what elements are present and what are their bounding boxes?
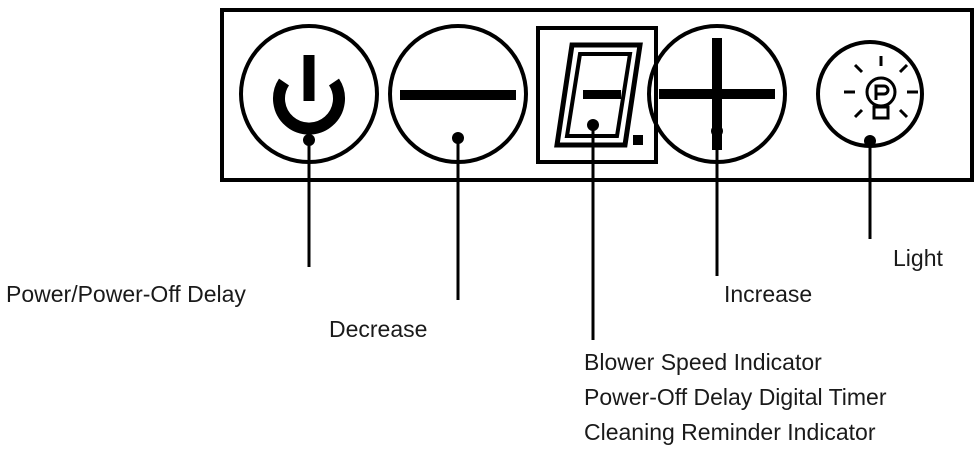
plus-icon	[659, 38, 775, 150]
light-button[interactable]	[816, 40, 924, 148]
display-labels: Blower Speed Indicator Power-Off Delay D…	[584, 345, 887, 450]
display-middle-segment	[583, 90, 621, 99]
power-icon	[273, 55, 345, 135]
decrease-label: Decrease	[329, 316, 428, 342]
minus-icon	[400, 90, 516, 100]
light-bulb-icon	[844, 56, 918, 120]
display-decimal-point	[633, 135, 643, 145]
power-label: Power/Power-Off Delay	[6, 281, 246, 307]
control-panel-frame	[220, 8, 974, 182]
light-label: Light	[893, 245, 943, 271]
power-off-delay-timer-label: Power-Off Delay Digital Timer	[584, 384, 887, 410]
increase-label: Increase	[724, 281, 813, 307]
seven-segment-display	[536, 26, 658, 164]
cleaning-reminder-indicator-label: Cleaning Reminder Indicator	[584, 419, 876, 445]
blower-speed-indicator-label: Blower Speed Indicator	[584, 349, 822, 375]
